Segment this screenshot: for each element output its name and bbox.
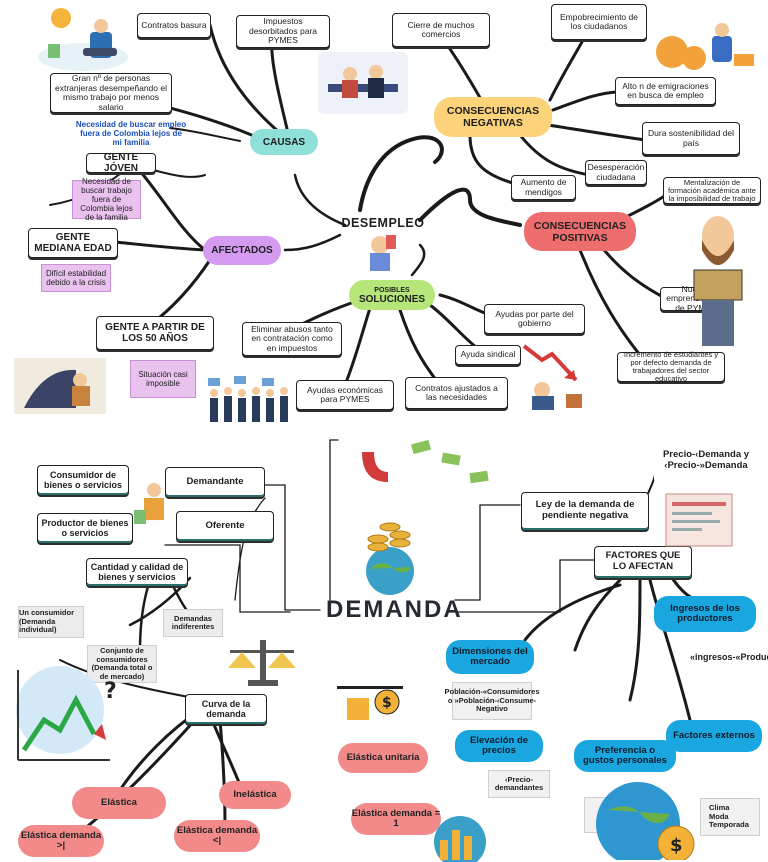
factor-externos: Factores externos [666, 720, 762, 752]
neg-empobrecimiento: Empobrecimiento de los ciudadanos [551, 4, 647, 40]
center-demanda[interactable]: DEMANDA [326, 596, 463, 623]
consumer-box: Consumidor de bienes o servicios [37, 465, 129, 495]
curve-elastica-menor: Elástica demanda <| [174, 820, 260, 852]
sol-ayudas-pymes: Ayudas económicas para PYMES [296, 380, 394, 410]
curve-box: Curva de la demanda [185, 694, 267, 724]
money-stack-icon [366, 522, 414, 595]
center-desempleo[interactable]: DESEMPLEO [341, 216, 425, 230]
factor-ingresos-note: «ingresos-«Productos [690, 652, 768, 662]
positive-node[interactable]: CONSECUENCIAS POSITIVAS [524, 212, 636, 251]
factor-dimensiones: Dimensiones del mercado [446, 640, 534, 674]
svg-text:?: ? [104, 679, 117, 704]
demand-market: Conjunto de consumidores (Demanda total … [87, 645, 157, 683]
group-50-anos: GENTE A PARTIR DE LOS 50 AÑOS [96, 316, 214, 350]
curve-inelastica: Inelástica [219, 781, 291, 809]
demand-indifferent: Demandas indiferentes [163, 609, 223, 637]
affected-node[interactable]: AFECTADOS [203, 236, 281, 265]
moneybags-icon [656, 23, 754, 70]
factor-ingresos: Ingresos de los productores [654, 596, 756, 632]
dollar-scale-icon: $ [337, 686, 403, 720]
curve-elastica-mayor: Elástica demanda >| [18, 825, 104, 857]
solutions-label-big: SOLUCIONES [358, 294, 426, 305]
group-gente-joven: GENTE JÓVEN [86, 152, 156, 174]
factor-precios-note: ‹Precio-demandantes [488, 770, 550, 798]
scale-icon [228, 640, 296, 686]
cause-extranjeros: Gran nº de personas extranjeras desempeñ… [50, 73, 172, 113]
desempleo-person-icon [370, 235, 396, 271]
law-price-note: Precio-‹Demanda y ‹Precio-»Demanda [654, 437, 758, 483]
note-mediana-edad: Difícil estabilidad debido a la crisis [41, 264, 111, 292]
quantity-box: Cantidad y calidad de bienes y servicios [86, 558, 188, 586]
group-mediana-edad: GENTE MEDIANA EDAD [28, 228, 118, 258]
factors-box: FACTORES QUE LO AFECTAN [594, 546, 692, 578]
svg-text:$: $ [670, 835, 683, 856]
cause-impuestos: Impuestos desorbitados para PYMES [236, 15, 330, 48]
globe-icon: $ [596, 782, 695, 860]
cause-contratos-basura: Contratos basura [137, 13, 211, 38]
solutions-node[interactable]: POSIBLES SOLUCIONES [349, 280, 435, 310]
magnet-money-icon [362, 439, 489, 484]
sol-gobierno: Ayudas por parte del gobierno [484, 304, 585, 334]
ext-moda: Moda [709, 811, 729, 821]
sol-abusos: Eliminar abusos tanto en contratación co… [242, 322, 342, 356]
shopper-icon [134, 483, 164, 524]
neg-desesperacion: Desesperación ciudadana [585, 160, 647, 185]
neg-sostenibilidad: Dura sostenibilidad del país [642, 122, 740, 155]
law-box: Ley de la demanda de pendiente negativa [521, 492, 649, 530]
person-worried-icon [38, 8, 128, 71]
solutions-label-small: POSIBLES [374, 287, 410, 294]
cause-note: Necesidad de buscar empleo fuera de Colo… [75, 120, 187, 147]
producer-box: Productor de bienes o servicios [37, 513, 133, 543]
ext-clima: Clima [709, 803, 730, 813]
demandante-box: Demandante [165, 467, 265, 497]
factor-externos-note: Clima Moda Temporada [700, 798, 760, 836]
note-gente-joven: Necesidad de buscar trabajo fuera de Col… [72, 177, 141, 222]
worker-idle-icon [318, 52, 408, 114]
chart-down-icon [522, 344, 582, 410]
document-icon [665, 493, 733, 547]
sol-sindical: Ayuda sindical [455, 345, 521, 365]
negative-node[interactable]: CONSECUENCIAS NEGATIVAS [434, 97, 552, 137]
street-scene-icon [14, 358, 106, 414]
neg-cierre-comercios: Cierre de muchos comercios [392, 13, 490, 47]
neg-emigraciones: Alto n de emigraciones en busca de emple… [615, 77, 716, 105]
causes-node[interactable]: CAUSAS [250, 129, 318, 155]
svg-text:$: $ [382, 695, 392, 711]
curve-igual-uno: Elástica demanda = 1 [351, 803, 441, 835]
note-50-anos: Situación casi imposible [130, 360, 196, 398]
factor-precios: Elevación de precios [455, 730, 543, 762]
pos-mentalizacion: Mentalización de formación académica ant… [663, 177, 761, 204]
demand-individual: Un consumidor (Demanda individual) [18, 606, 84, 638]
dollar-coin-icon [434, 816, 486, 862]
curve-unitaria: Elástica unitaria [338, 743, 428, 773]
protest-crowd-icon [208, 376, 288, 422]
ext-temporada: Temporada [709, 820, 749, 830]
factor-preferencia: Preferencia o gustos personales [574, 740, 676, 772]
neg-mendigos: Aumento de mendigos [511, 175, 576, 200]
chart-curve-icon: ? [16, 666, 117, 761]
sol-contratos: Contratos ajustados a las necesidades [405, 377, 508, 409]
oferente-box: Oferente [176, 511, 274, 541]
curve-elastica: Elástica [72, 787, 166, 819]
factor-dimensiones-note: Población-«Consumidores o »Población-‹Co… [445, 682, 540, 720]
pos-estudiantes: Incremento de estudiantes y por defecto … [617, 351, 725, 383]
bearded-man-sign-icon [693, 216, 743, 346]
